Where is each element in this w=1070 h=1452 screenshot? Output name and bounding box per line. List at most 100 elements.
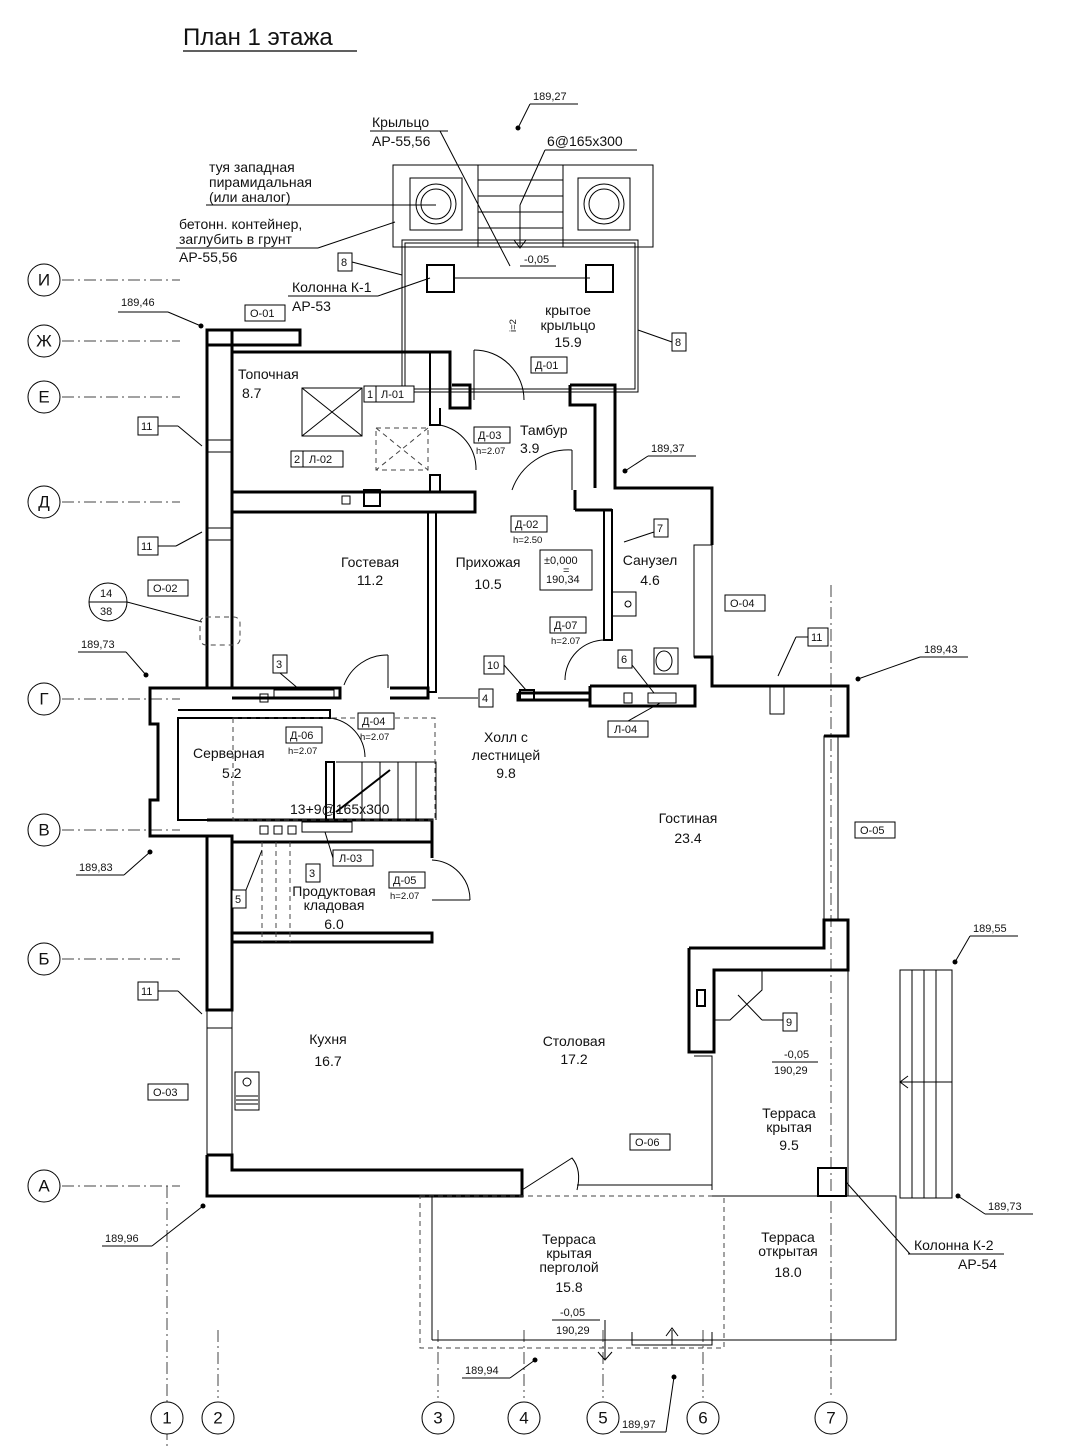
vent-icon: [287, 825, 297, 835]
callout-2: 2: [294, 454, 300, 466]
axis-label: 1: [162, 1409, 171, 1428]
leader: [351, 261, 403, 276]
window-o01: [231, 329, 301, 346]
window-o04-frame: [693, 544, 713, 658]
axis-label: 7: [826, 1409, 835, 1428]
hatch-l01: [301, 387, 363, 437]
leader: [777, 636, 797, 677]
room-name: Продуктовая: [292, 883, 375, 899]
axis-bubble: [27, 813, 61, 847]
room-name: кладовая: [304, 897, 365, 913]
tag-frame: [854, 821, 896, 839]
note-stair-porch: 6@165x300: [547, 133, 623, 149]
elevation-mark: 189,73: [955, 1193, 1033, 1215]
room-area: 9.8: [496, 765, 516, 781]
vent-icon: [519, 689, 535, 701]
window-o06: [521, 1157, 580, 1191]
room-area: 18.0: [774, 1264, 801, 1280]
room-area: 16.7: [314, 1053, 341, 1069]
callout-7: 7: [657, 523, 663, 535]
vent-icon: [363, 489, 381, 507]
leader: [954, 935, 971, 963]
leader: [175, 531, 203, 547]
tag-frame: [629, 1133, 671, 1151]
door-d01-swing: [473, 349, 525, 401]
tag-frame: [510, 515, 548, 533]
callout-frame: [617, 649, 633, 669]
room-area: 9.5: [779, 1137, 799, 1153]
wall: [205, 1153, 524, 1198]
fireplace-flue: [696, 989, 706, 1007]
wall: [205, 328, 234, 690]
windows: [206, 329, 785, 1191]
row-axes: И Ж Е Д Г В Б: [27, 263, 180, 1203]
tag-frame: [724, 594, 766, 612]
callout-11d: 11: [811, 632, 822, 644]
leader: [665, 1376, 675, 1433]
axis-label: Б: [38, 950, 49, 969]
tag-frame: [285, 726, 323, 744]
tag-frame: [147, 1083, 189, 1101]
window-tags: О-01 О-02 О-03 О-04 О-05 О-06: [147, 304, 896, 1151]
door-d04-tag: Д-04: [362, 716, 385, 728]
tag-frame: [357, 712, 395, 730]
leader: [503, 664, 527, 691]
wall: [694, 1055, 713, 1190]
note-column-k1: Колонна К-1: [292, 279, 372, 295]
axis-bubble: [507, 1401, 541, 1435]
axis-row-i: И: [27, 263, 180, 297]
stair-arrowhead: [899, 1075, 909, 1089]
hatch-l02: [375, 427, 429, 471]
level-terrace: -0,05: [784, 1049, 809, 1061]
elevation-mark: 189,94: [462, 1357, 538, 1379]
room-name: Гостевая: [341, 554, 399, 570]
axis-row-a: А: [27, 1169, 180, 1203]
room-name: Санузел: [623, 552, 678, 568]
level-pergola: -0,05: [560, 1307, 585, 1319]
column-k1b: [585, 264, 614, 293]
window-o04-tag: О-04: [730, 598, 754, 610]
room-area: 23.4: [674, 830, 701, 846]
window-o05-frame: [823, 735, 839, 921]
door-d03-tag: Д-03: [478, 430, 501, 442]
elevation-value: 189,73: [988, 1201, 1022, 1213]
callout-6: 6: [621, 654, 627, 666]
tree-left-icon: [415, 183, 457, 225]
wall: [429, 352, 441, 426]
level-porch: -0,05: [524, 254, 549, 266]
doors: [329, 349, 606, 901]
callout-frame: [363, 385, 377, 403]
elevation-mark: 189,55: [952, 923, 1018, 965]
door-d05-height: h=2.07: [390, 891, 419, 902]
leader: [517, 103, 531, 129]
note-tuya: туя западная: [209, 159, 295, 175]
axis-label: 4: [519, 1409, 528, 1428]
elevation-value: 189,27: [533, 91, 567, 103]
leader: [624, 455, 649, 472]
hatch-l04-tag: Л-04: [614, 724, 637, 736]
axis-bubble: [27, 942, 61, 976]
node-number: 38: [100, 606, 112, 618]
door-d03-swing: [439, 424, 477, 471]
note-tuya: (или аналог): [209, 189, 291, 205]
callout-frame: [290, 450, 304, 468]
column-k2: [817, 1167, 847, 1197]
room-area: 5.2: [222, 765, 242, 781]
hatch-l01-tag: Л-01: [381, 389, 404, 401]
leader: [631, 664, 655, 694]
porch: [392, 164, 654, 393]
window-o03-tag: О-03: [153, 1087, 177, 1099]
room-name: Прихожая: [456, 554, 521, 570]
elevation-mark: 189,83: [76, 849, 153, 876]
note-stair-main: 13+9@165x300: [290, 801, 390, 817]
room-area: 11.2: [357, 572, 383, 588]
note-column-k1-ref: АР-53: [292, 298, 331, 314]
room-name: Серверная: [193, 745, 265, 761]
porch-slab: [401, 239, 639, 393]
wall: [232, 931, 434, 944]
door-d06-height: h=2.07: [288, 746, 317, 757]
callout-4: 4: [482, 693, 488, 705]
planter-right: [577, 177, 631, 231]
vent-icon: [259, 693, 269, 703]
axis-bubble: [27, 324, 61, 358]
